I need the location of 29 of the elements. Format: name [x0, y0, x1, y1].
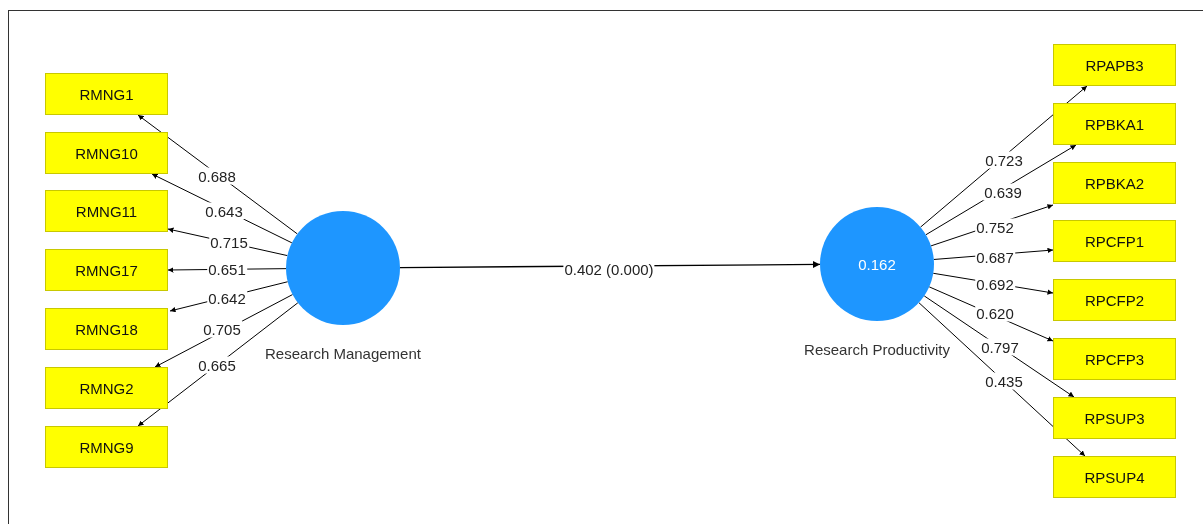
edge-label: 0.639 [983, 183, 1023, 201]
edge-label: 0.642 [207, 289, 247, 307]
edge-label: 0.688 [197, 167, 237, 185]
indicator-box: RPCFP2 [1053, 279, 1176, 321]
edge-label: 0.435 [984, 372, 1024, 390]
indicator-box: RMNG10 [45, 132, 168, 174]
r-squared-value: 0.162 [858, 255, 896, 273]
construct-label: Research Management [264, 344, 422, 364]
construct-label: Research Productivity [803, 340, 951, 360]
indicator-box: RMNG9 [45, 426, 168, 468]
indicator-box: RPSUP4 [1053, 456, 1176, 498]
indicator-box: RPCFP3 [1053, 338, 1176, 380]
indicator-box: RMNG11 [45, 190, 168, 232]
indicator-box: RPAPB3 [1053, 44, 1176, 86]
edge-label: 0.643 [204, 202, 244, 220]
indicator-box: RPCFP1 [1053, 220, 1176, 262]
edge-label: 0.752 [975, 218, 1015, 236]
edge-label: 0.797 [980, 338, 1020, 356]
edge-label: 0.723 [984, 151, 1024, 169]
edge-label: 0.705 [202, 320, 242, 338]
indicator-box: RPSUP3 [1053, 397, 1176, 439]
indicator-box: RMNG2 [45, 367, 168, 409]
edge-label: 0.620 [975, 304, 1015, 322]
indicator-box: RMNG18 [45, 308, 168, 350]
indicator-box: RPBKA1 [1053, 103, 1176, 145]
indicator-box: RMNG1 [45, 73, 168, 115]
edge-label: 0.665 [197, 356, 237, 374]
indicator-box: RMNG17 [45, 249, 168, 291]
indicator-box: RPBKA2 [1053, 162, 1176, 204]
